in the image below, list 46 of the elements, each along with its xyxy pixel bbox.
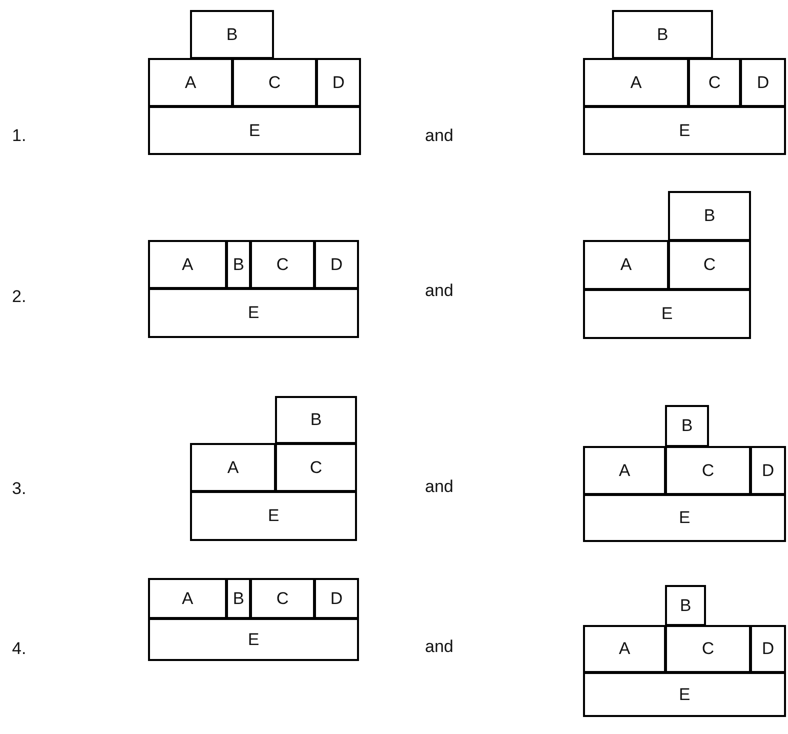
lettered-block: C xyxy=(232,58,317,107)
lettered-block: A xyxy=(148,240,227,289)
lettered-block: C xyxy=(688,58,741,107)
lettered-block: D xyxy=(750,625,786,673)
connecting-word: and xyxy=(425,637,454,657)
lettered-block: E xyxy=(583,494,786,542)
row-number: 4. xyxy=(12,639,26,659)
lettered-block: A xyxy=(583,446,666,495)
lettered-block: E xyxy=(190,491,357,541)
lettered-block: A xyxy=(190,443,276,492)
connecting-word: and xyxy=(425,477,454,497)
lettered-block: A xyxy=(583,58,689,107)
lettered-block: A xyxy=(583,240,669,290)
lettered-block: D xyxy=(316,58,361,107)
lettered-block: B xyxy=(612,10,713,59)
lettered-block: E xyxy=(583,106,786,155)
lettered-block: E xyxy=(583,672,786,717)
lettered-block: B xyxy=(668,191,751,241)
lettered-block: C xyxy=(275,443,357,492)
lettered-block: C xyxy=(250,240,315,289)
lettered-block: C xyxy=(665,625,751,673)
lettered-block: C xyxy=(250,578,315,619)
lettered-block: E xyxy=(148,288,359,338)
lettered-block: D xyxy=(750,446,786,495)
lettered-block: A xyxy=(583,625,666,673)
lettered-block: B xyxy=(226,240,251,289)
lettered-block: C xyxy=(668,240,751,290)
lettered-block: D xyxy=(314,240,359,289)
row-number: 1. xyxy=(12,126,26,146)
lettered-block: E xyxy=(148,106,361,155)
lettered-block: B xyxy=(665,585,706,626)
lettered-block: B xyxy=(665,405,709,447)
lettered-block: B xyxy=(275,396,357,444)
row-number: 3. xyxy=(12,479,26,499)
lettered-block: B xyxy=(226,578,251,619)
lettered-block: A xyxy=(148,578,227,619)
row-number: 2. xyxy=(12,287,26,307)
lettered-block: A xyxy=(148,58,233,107)
connecting-word: and xyxy=(425,281,454,301)
lettered-block: E xyxy=(583,289,751,339)
lettered-block: D xyxy=(314,578,359,619)
lettered-block: C xyxy=(665,446,751,495)
lettered-block: E xyxy=(148,618,359,661)
connecting-word: and xyxy=(425,126,454,146)
lettered-block: D xyxy=(740,58,786,107)
lettered-block: B xyxy=(190,10,274,59)
